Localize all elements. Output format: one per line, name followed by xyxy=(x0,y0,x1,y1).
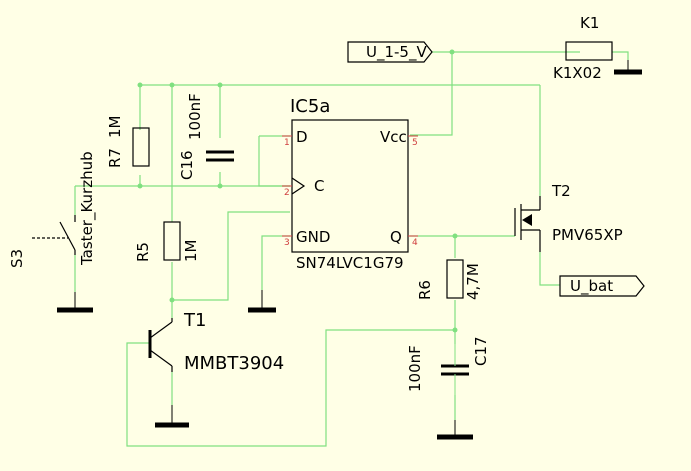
c16-ref: C16 xyxy=(178,150,196,180)
r5-body xyxy=(163,221,181,261)
ic-pin-gnd: GND xyxy=(296,228,331,246)
net-label-supply-shape xyxy=(347,41,433,63)
ic-pin-vcc: Vcc xyxy=(380,128,407,146)
ic-pin-num-vcc: 5 xyxy=(412,138,418,148)
ic-pin-q: Q xyxy=(390,228,402,246)
junctions xyxy=(137,49,458,333)
net-bat-label: U_bat xyxy=(570,277,614,295)
wire-t2-drain xyxy=(539,252,560,286)
ic-pin-c: C xyxy=(314,177,325,195)
s3-value: Taster_Kurzhub xyxy=(78,151,96,265)
c16-value: 100nF xyxy=(186,93,204,140)
r6-value: 4,7M xyxy=(464,263,482,300)
r7-ref: R7 xyxy=(106,148,124,168)
wire-r7-clk xyxy=(139,175,290,187)
c16-body xyxy=(206,150,234,162)
net-supply-label: U_1-5_V xyxy=(366,43,427,61)
ic-pins xyxy=(282,135,418,237)
r5-value: 1M xyxy=(182,239,200,263)
ic-ref: IC5a xyxy=(290,96,331,117)
r6-body xyxy=(446,259,464,299)
ic-pin-d: D xyxy=(296,128,308,146)
wire-k1-gnd xyxy=(612,51,629,60)
ic-value: SN74LVC1G79 xyxy=(296,254,404,272)
wire-vcc xyxy=(410,52,453,136)
s3-body xyxy=(32,215,76,255)
wire-feedback xyxy=(126,329,455,447)
k1-value: K1X02 xyxy=(553,64,602,82)
wires xyxy=(74,51,629,447)
r7-value: 1M xyxy=(106,115,124,139)
k1-body xyxy=(565,41,613,61)
t2-body xyxy=(514,196,541,252)
ic-pin-num-gnd: 3 xyxy=(284,238,290,248)
net-label-bat-shape xyxy=(559,275,645,297)
ic-pin-num-q: 4 xyxy=(412,238,418,248)
c17-ref: C17 xyxy=(472,336,490,366)
r7-body xyxy=(132,127,150,167)
wire-d-clk xyxy=(258,136,290,187)
ic-pin-num-c: 2 xyxy=(284,188,290,198)
c17-value: 100nF xyxy=(406,345,424,392)
t2-value: PMV65XP xyxy=(552,226,623,244)
c17-body xyxy=(441,364,469,376)
wire-gnd xyxy=(261,235,290,290)
r6-ref: R6 xyxy=(416,280,434,300)
k1-ref: K1 xyxy=(580,14,600,32)
s3-ref: S3 xyxy=(8,248,26,268)
t1-body xyxy=(148,318,173,372)
t1-value: MMBT3904 xyxy=(184,353,285,374)
ic-pin-num-d: 1 xyxy=(284,138,290,148)
wire-r5-d xyxy=(172,211,290,301)
t2-ref: T2 xyxy=(552,182,571,200)
t1-ref: T1 xyxy=(184,310,207,331)
r5-ref: R5 xyxy=(134,242,152,262)
